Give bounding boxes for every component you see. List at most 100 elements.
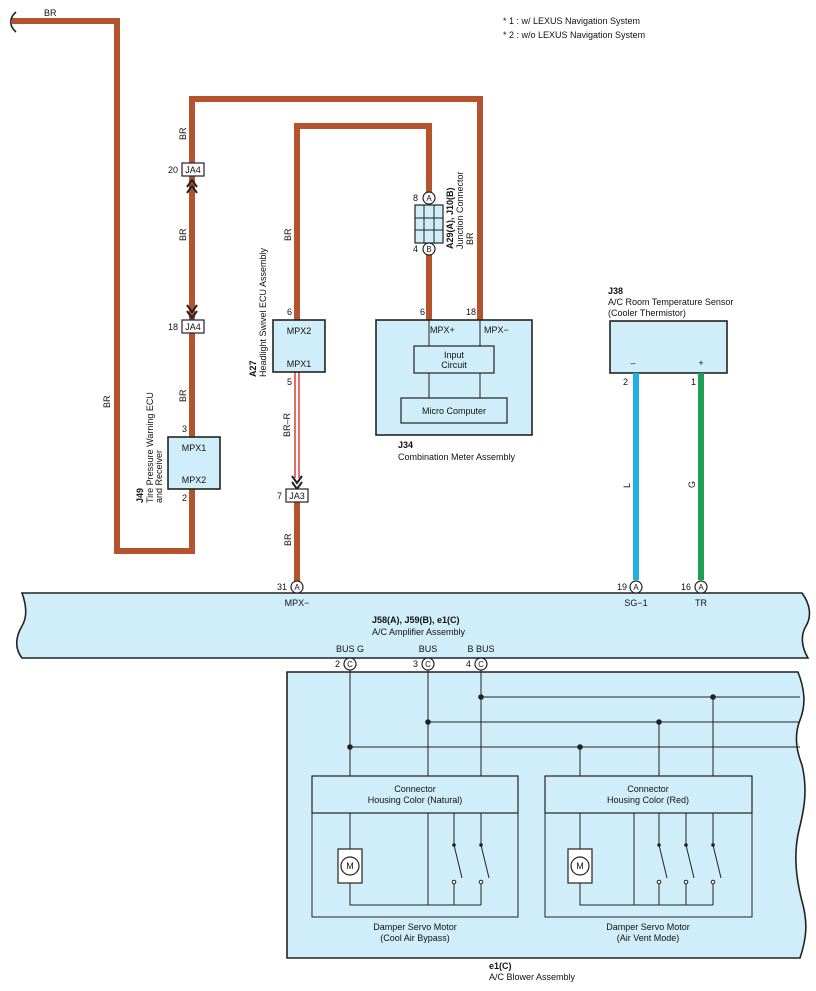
- wire-label-br-left: BR: [102, 395, 112, 408]
- left-motor-2: (Cool Air Bypass): [380, 933, 450, 943]
- svg-text:JA4: JA4: [185, 322, 201, 332]
- connector-ja4-lower: JA4 18: [168, 304, 205, 334]
- wire-label-br-6: BR: [283, 533, 293, 546]
- j38-minus: –: [630, 358, 635, 368]
- wire-label-br-r: BR–R: [282, 412, 292, 437]
- right-motor-2: (Air Vent Mode): [617, 933, 680, 943]
- amp-label-bus-g: BUS G: [336, 644, 364, 654]
- amp-label-mpx-minus: MPX−: [285, 598, 310, 608]
- blower-code: e1(C): [489, 961, 512, 971]
- amp-pin-19: 19: [617, 582, 627, 592]
- amp-pin-4: 4: [466, 659, 471, 669]
- j38-plus: +: [698, 358, 703, 368]
- component-j34: MPX+ MPX− 6 18 Input Circuit Micro Compu…: [375, 307, 533, 462]
- notes: * 1 : w/ LEXUS Navigation System * 2 : w…: [503, 16, 645, 40]
- j34-micro-computer: Micro Computer: [422, 406, 486, 416]
- wire-label-g: G: [687, 481, 697, 488]
- j38-pin-minus: 2: [623, 377, 628, 387]
- svg-text:A: A: [294, 583, 300, 592]
- svg-text:A: A: [633, 583, 639, 592]
- j34-mpx-minus: MPX−: [484, 325, 509, 335]
- wire-break-symbol: [9, 11, 17, 33]
- br-wires: [12, 18, 483, 584]
- svg-text:A: A: [426, 194, 432, 203]
- j34-pin-minus: 18: [466, 307, 476, 317]
- left-motor-1: Damper Servo Motor: [373, 922, 457, 932]
- right-motor-1: Damper Servo Motor: [606, 922, 690, 932]
- amp-pin-31: 31: [277, 582, 287, 592]
- damper-servo-right: Connector Housing Color (Red) M Damper S…: [544, 775, 753, 943]
- j34-mpx-plus: MPX+: [430, 325, 455, 335]
- wire-label-br-top: BR: [44, 8, 57, 18]
- svg-text:C: C: [425, 660, 431, 669]
- component-ac-amplifier: J58(A), J59(B), e1(C) A/C Amplifier Asse…: [15, 580, 811, 671]
- connector-ja4-upper: JA4 20: [168, 162, 205, 194]
- right-housing-2: Housing Color (Red): [607, 795, 689, 805]
- a29-name: Junction Connector: [455, 171, 465, 249]
- j34-name: Combination Meter Assembly: [398, 452, 516, 462]
- amp-name: A/C Amplifier Assembly: [372, 627, 466, 637]
- wire-br-r: [294, 372, 300, 478]
- wire-label-br-4: BR: [283, 228, 293, 241]
- svg-text:JA3: JA3: [289, 491, 305, 501]
- wire-br-inner: [294, 123, 432, 320]
- j34-input-circuit-1: Input: [444, 350, 465, 360]
- component-j38: J38 A/C Room Temperature Sensor (Cooler …: [608, 286, 733, 387]
- j38-name-2: (Cooler Thermistor): [608, 308, 686, 318]
- j34-input-circuit-2: Circuit: [441, 360, 467, 370]
- connector-ja3: JA3 7: [277, 475, 309, 503]
- j38-name-1: A/C Room Temperature Sensor: [608, 297, 733, 307]
- j49-pin-mpx2: 2: [182, 493, 187, 503]
- j49-code: J49: [135, 488, 145, 503]
- j34-code: J34: [398, 440, 413, 450]
- left-housing-2: Housing Color (Natural): [368, 795, 463, 805]
- j49-mpx1: MPX1: [182, 443, 207, 453]
- wire-label-br-3: BR: [178, 389, 188, 402]
- a27-pin-mpx2: 6: [287, 307, 292, 317]
- component-a27: MPX2 MPX1 6 5 A27 Headlight Swivel ECU A…: [248, 247, 326, 387]
- svg-text:C: C: [478, 660, 484, 669]
- note-1: * 1 : w/ LEXUS Navigation System: [503, 16, 640, 26]
- svg-text:A: A: [698, 583, 704, 592]
- amp-pin-2: 2: [335, 659, 340, 669]
- amp-label-b-bus: B BUS: [467, 644, 494, 654]
- motor-icon: [570, 856, 590, 876]
- svg-text:JA4: JA4: [185, 165, 201, 175]
- wire-label-br-2: BR: [178, 228, 188, 241]
- j38-pin-plus: 1: [691, 377, 696, 387]
- wire-label-br-5: BR: [465, 232, 475, 245]
- j38-code: J38: [608, 286, 623, 296]
- ja3-pin: 7: [277, 491, 282, 501]
- amp-label-tr: TR: [695, 598, 707, 608]
- j49-pin-mpx1: 3: [182, 424, 187, 434]
- amp-code: J58(A), J59(B), e1(C): [372, 615, 460, 625]
- right-housing-1: Connector: [627, 784, 669, 794]
- amp-label-sg1: SG−1: [624, 598, 647, 608]
- motor-icon: [340, 856, 360, 876]
- j34-pin-plus: 6: [420, 307, 425, 317]
- wire-br-outer: [12, 18, 483, 554]
- amp-pin-16: 16: [681, 582, 691, 592]
- a29-pin-b: 4: [413, 244, 418, 254]
- svg-text:B: B: [426, 245, 431, 254]
- a27-mpx1: MPX1: [287, 359, 312, 369]
- component-ac-blower: Connector Housing Color (Natural) M Damp…: [286, 670, 807, 982]
- a29-pin-a: 8: [413, 193, 418, 203]
- j49-name-2: and Receiver: [154, 450, 164, 503]
- a29-code: A29(A), J10(B): [445, 187, 455, 249]
- j49-mpx2: MPX2: [182, 475, 207, 485]
- a27-code: A27: [248, 360, 258, 377]
- amp-label-bus: BUS: [419, 644, 438, 654]
- svg-text:M: M: [346, 861, 354, 871]
- component-j49: MPX1 MPX2 3 2 J49 Tire Pressure Warning …: [135, 392, 221, 503]
- blower-name: A/C Blower Assembly: [489, 972, 576, 982]
- left-housing-1: Connector: [394, 784, 436, 794]
- j49-name-1: Tire Pressure Warning ECU: [145, 392, 155, 503]
- svg-text:C: C: [347, 660, 353, 669]
- a27-mpx2: MPX2: [287, 326, 312, 336]
- ja4-lower-pin: 18: [168, 322, 178, 332]
- note-2: * 2 : w/o LEXUS Navigation System: [503, 30, 645, 40]
- wire-label-l: L: [622, 483, 632, 488]
- svg-text:M: M: [576, 861, 584, 871]
